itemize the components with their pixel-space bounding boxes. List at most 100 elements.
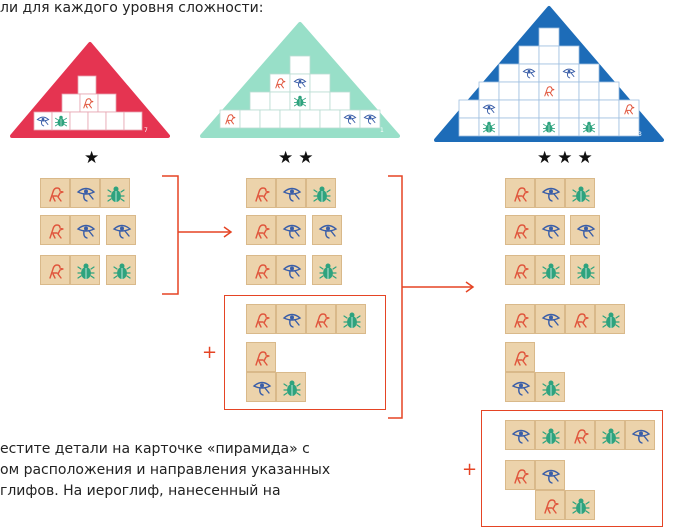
card-number: 7	[144, 127, 148, 134]
eye-icon	[282, 184, 302, 204]
eye-icon	[541, 310, 561, 330]
scarab-icon	[76, 261, 96, 281]
eye-icon	[282, 261, 302, 281]
card-number: 1	[380, 127, 384, 134]
card-number: 3	[638, 131, 642, 138]
piece-tile	[246, 255, 276, 285]
piece-tile	[70, 215, 100, 245]
piece-tile	[40, 215, 70, 245]
intro-text: ли для каждого уровня сложности:	[0, 0, 264, 16]
piece-tile	[535, 304, 565, 334]
scarab-icon	[312, 184, 332, 204]
piece-tile	[565, 420, 595, 450]
piece-tile	[535, 255, 565, 285]
piece-tile	[565, 490, 595, 520]
bird-icon	[46, 221, 66, 241]
piece-tile	[535, 490, 565, 520]
scarab-icon	[601, 310, 621, 330]
piece-tile	[336, 304, 366, 334]
piece-tile	[595, 420, 625, 450]
bracket-arrow-2	[388, 175, 475, 419]
stars-medium: ★★	[278, 148, 319, 168]
piece-tile	[276, 372, 306, 402]
piece-tile	[106, 255, 136, 285]
piece-tile	[535, 372, 565, 402]
pyramid-card-medium: 1	[200, 22, 400, 138]
bird-icon	[511, 310, 531, 330]
piece-tile	[505, 342, 535, 372]
eye-icon	[318, 221, 338, 241]
piece-tile	[505, 372, 535, 402]
piece-tile	[535, 178, 565, 208]
piece-tile	[276, 215, 306, 245]
plus-sign-hard: +	[462, 459, 478, 480]
piece-tile	[565, 304, 595, 334]
piece-tile	[505, 215, 535, 245]
piece-tile	[505, 178, 535, 208]
scarab-icon	[541, 261, 561, 281]
piece-tile	[276, 178, 306, 208]
bird-icon	[252, 184, 272, 204]
bird-icon	[46, 184, 66, 204]
eye-icon	[76, 221, 96, 241]
piece-tile	[312, 215, 342, 245]
bracket-arrow-1	[162, 175, 233, 295]
eye-icon	[511, 378, 531, 398]
piece-tile	[246, 304, 276, 334]
piece-tile	[246, 342, 276, 372]
piece-tile	[570, 255, 600, 285]
piece-tile	[625, 420, 655, 450]
piece-tile	[312, 255, 342, 285]
scarab-icon	[571, 184, 591, 204]
plus-sign-medium: +	[202, 342, 218, 363]
scarab-icon	[318, 261, 338, 281]
instructions-paragraph: естите детали на карточке «пирамида» с о…	[0, 439, 405, 502]
bird-icon	[511, 348, 531, 368]
scarab-icon	[576, 261, 596, 281]
bird-icon	[252, 261, 272, 281]
piece-tile	[595, 304, 625, 334]
piece-tile	[570, 215, 600, 245]
bird-icon	[252, 221, 272, 241]
piece-tile	[100, 178, 130, 208]
piece-tile	[106, 215, 136, 245]
scarab-icon	[106, 184, 126, 204]
bird-icon	[511, 261, 531, 281]
eye-icon	[112, 221, 132, 241]
paragraph-line-3: глифов. На иероглиф, нанесенный на	[0, 483, 281, 499]
scarab-icon	[112, 261, 132, 281]
pyramid-card-hard: 3	[434, 6, 664, 142]
piece-tile	[246, 178, 276, 208]
piece-tile	[246, 215, 276, 245]
pyramid-card-easy: 7	[10, 42, 170, 138]
paragraph-line-1: естите детали на карточке «пирамида» с	[0, 441, 310, 457]
eye-icon	[576, 221, 596, 241]
piece-tile	[535, 215, 565, 245]
added-pieces-box-medium	[224, 295, 386, 410]
piece-tile	[535, 460, 565, 490]
piece-tile	[276, 255, 306, 285]
piece-tile	[535, 420, 565, 450]
piece-tile	[276, 304, 306, 334]
piece-tile	[70, 255, 100, 285]
bird-icon	[511, 221, 531, 241]
piece-tile	[306, 178, 336, 208]
paragraph-line-2: ом расположения и направления указанных	[0, 462, 331, 478]
bird-icon	[571, 310, 591, 330]
eye-icon	[282, 221, 302, 241]
eye-icon	[541, 221, 561, 241]
piece-tile	[565, 178, 595, 208]
stars-hard: ★★★	[537, 148, 598, 168]
bird-icon	[46, 261, 66, 281]
piece-tile	[40, 178, 70, 208]
eye-icon	[541, 184, 561, 204]
piece-tile	[505, 420, 535, 450]
eye-icon	[76, 184, 96, 204]
stars-easy: ★	[84, 148, 105, 168]
piece-tile	[70, 178, 100, 208]
piece-tile	[505, 255, 535, 285]
bird-icon	[511, 184, 531, 204]
piece-tile	[505, 460, 535, 490]
scarab-icon	[541, 378, 561, 398]
added-pieces-box-hard	[481, 410, 663, 527]
